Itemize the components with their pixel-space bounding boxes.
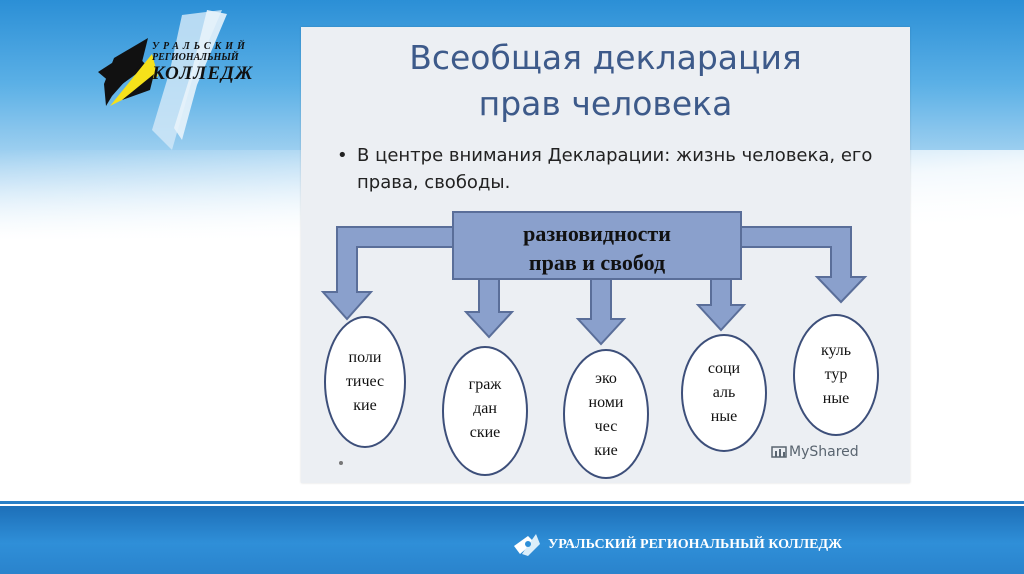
oval-line: куль	[820, 342, 852, 359]
footer-logo-icon	[514, 534, 540, 556]
slide-dot	[339, 461, 343, 465]
oval-line: номи	[588, 394, 624, 411]
oval-line: ные	[822, 390, 850, 407]
rights-diagram	[320, 211, 879, 479]
slide-title-line-1: Всеобщая декларация	[409, 38, 802, 77]
oval-line: эко	[595, 370, 617, 387]
oval-label-civil: граж дан ские	[443, 373, 527, 445]
main-box-line-1: разновидности	[523, 221, 671, 246]
bullet-dot-icon: •	[337, 145, 348, 166]
arrow-social	[695, 278, 747, 332]
oval-label-economic: эко номи чес кие	[564, 367, 648, 463]
footer-bar	[0, 506, 1024, 574]
slide-panel: Всеобщая декларация прав человека • В це…	[301, 27, 910, 483]
oval-social	[681, 334, 767, 452]
footer-divider	[0, 501, 1024, 504]
oval-line: кие	[594, 442, 618, 459]
bullet-text: В центре внимания Декларации: жизнь чело…	[357, 145, 873, 193]
oval-label-cultural: куль тур ные	[794, 339, 878, 411]
oval-line: тур	[824, 366, 848, 383]
oval-line: аль	[712, 384, 736, 401]
oval-line: соци	[707, 360, 741, 377]
oval-line: ные	[710, 408, 738, 425]
bullet-point: • В центре внимания Декларации: жизнь че…	[337, 142, 877, 196]
myshared-icon	[771, 446, 787, 458]
oval-cultural	[793, 314, 879, 436]
arrow-economic	[575, 278, 627, 346]
main-box-label: разновидности прав и свобод	[457, 219, 737, 277]
logo-line-2: РЕГИОНАЛЬНЫЙ	[152, 52, 239, 63]
main-box	[452, 211, 742, 280]
logo-line-3: КОЛЛЕДЖ	[152, 63, 254, 84]
logo-line-1: УРАЛЬСКИЙ	[152, 41, 249, 52]
slide-title-line-2: прав человека	[478, 84, 733, 123]
main-box-line-2: прав и свобод	[528, 250, 666, 275]
oval-line: чес	[594, 418, 618, 435]
oval-economic	[563, 349, 649, 479]
oval-civil	[442, 346, 528, 476]
oval-line: кие	[353, 397, 377, 414]
arrow-political	[320, 226, 454, 321]
oval-line: тичес	[345, 373, 385, 390]
oval-label-social: соци аль ные	[682, 357, 766, 429]
oval-political	[324, 316, 406, 448]
oval-line: ские	[469, 424, 501, 441]
arrow-cultural	[740, 226, 868, 304]
slide-title: Всеобщая декларация прав человека	[301, 35, 910, 127]
footer-college-name: УРАЛЬСКИЙ РЕГИОНАЛЬНЫЙ КОЛЛЕДЖ	[548, 537, 842, 552]
oval-line: поли	[348, 349, 382, 366]
myshared-watermark: MyShared	[789, 444, 859, 460]
arrow-civil	[463, 278, 515, 339]
college-logo-text: УРАЛЬСКИЙ РЕГИОНАЛЬНЫЙ КОЛЛЕДЖ	[152, 41, 302, 84]
oval-line: граж	[468, 376, 502, 393]
college-logo-icon	[98, 10, 227, 150]
oval-line: дан	[473, 400, 497, 417]
oval-label-political: поли тичес кие	[325, 346, 405, 418]
